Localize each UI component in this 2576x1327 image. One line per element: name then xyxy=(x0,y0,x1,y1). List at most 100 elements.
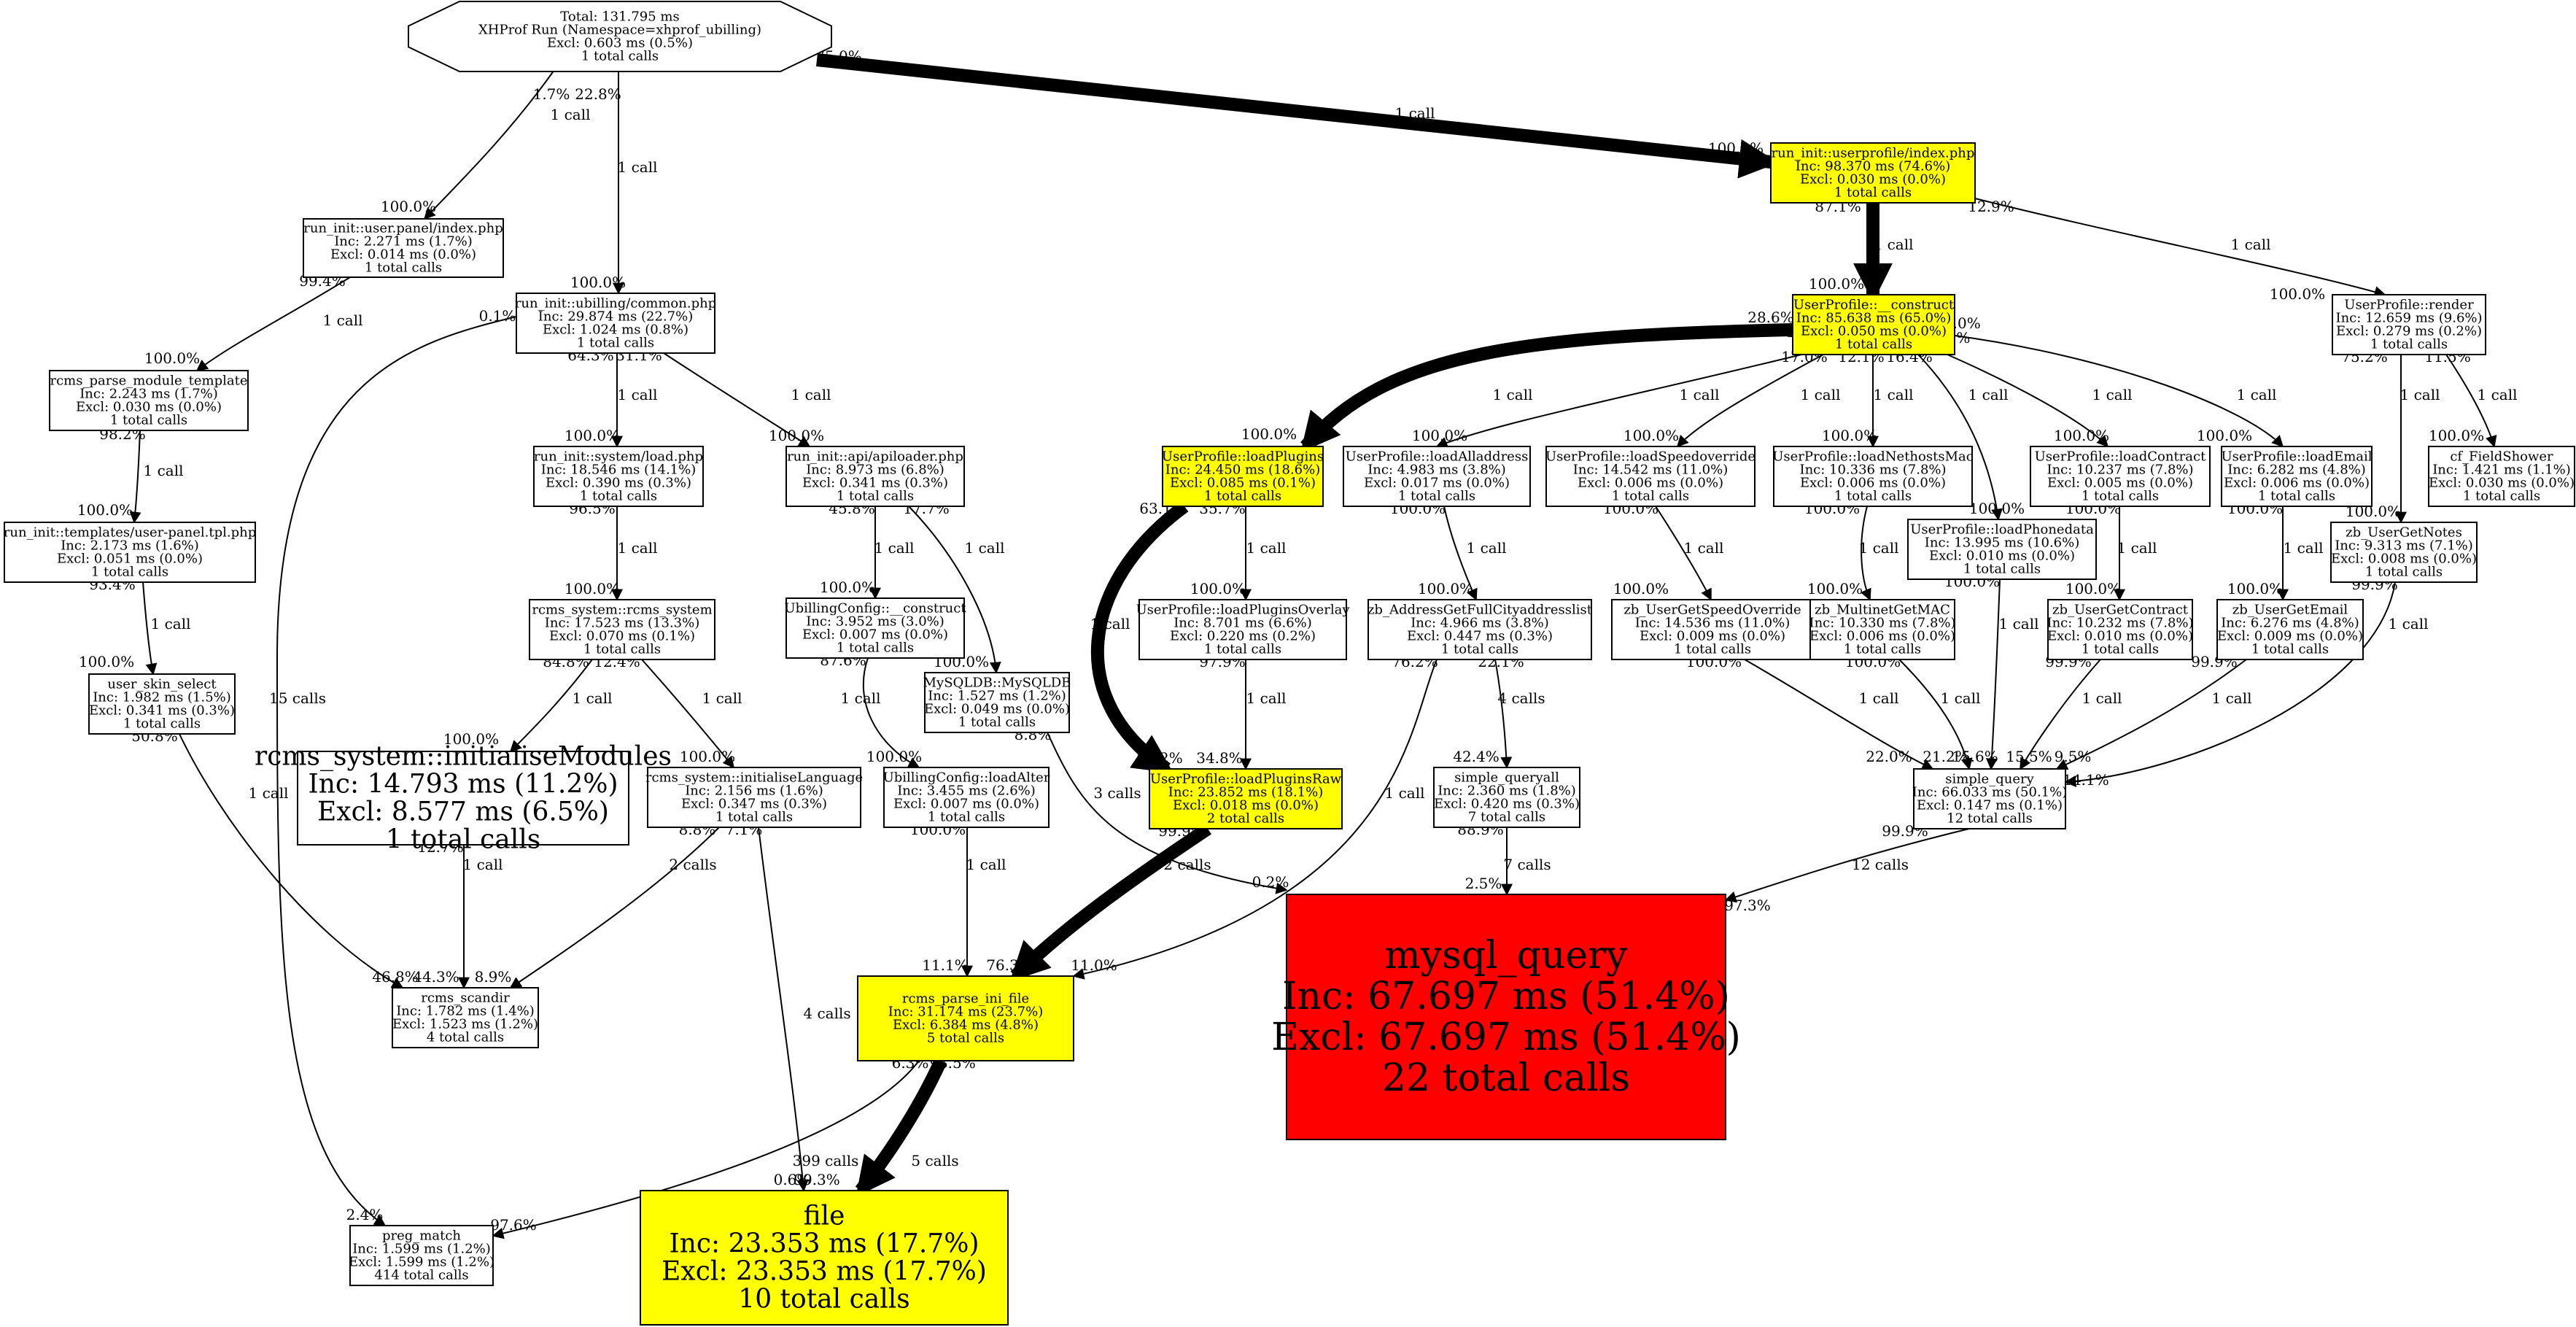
node-stat: Excl: 67.697 ms (51.4%) xyxy=(1271,1015,1741,1059)
node-shape xyxy=(2330,522,2478,583)
node-shape xyxy=(1149,768,1343,829)
edge-line xyxy=(1860,506,1871,601)
function-node[interactable]: run_init::templates/user-panel.tpl.phpIn… xyxy=(4,522,256,583)
node-title: UserProfile::loadEmail xyxy=(2221,449,2372,464)
node-shape xyxy=(88,673,236,735)
edge-to-pct: 100.0% xyxy=(769,427,824,444)
node-stat: Excl: 0.014 ms (0.0%) xyxy=(330,247,476,262)
node-title: UserProfile::loadPluginsRaw xyxy=(1150,771,1342,786)
node-stat: Inc: 14.793 ms (11.2%) xyxy=(308,769,618,799)
node-title: rcms_parse_ini_file xyxy=(902,991,1029,1006)
edge-to-pct: 100.0% xyxy=(1241,425,1297,443)
edge-to-pct: 46.8% xyxy=(372,968,419,986)
edge-call-count: 1 call xyxy=(323,312,363,329)
node-stat: Inc: 23.353 ms (17.7%) xyxy=(669,1229,979,1258)
node-stat: Inc: 85.638 ms (65.0%) xyxy=(1796,310,1952,325)
edge-line xyxy=(509,827,720,989)
node-stat: 1 total calls xyxy=(123,716,201,731)
node-stat: Excl: 6.384 ms (4.8%) xyxy=(893,1017,1039,1032)
edge-to-pct: 97.6% xyxy=(490,1216,537,1234)
node-shape xyxy=(857,975,1074,1061)
node-shape xyxy=(1138,599,1347,660)
node-stat: 1 total calls xyxy=(1612,488,1689,503)
node-shape xyxy=(49,370,249,431)
node-shape xyxy=(785,597,965,659)
